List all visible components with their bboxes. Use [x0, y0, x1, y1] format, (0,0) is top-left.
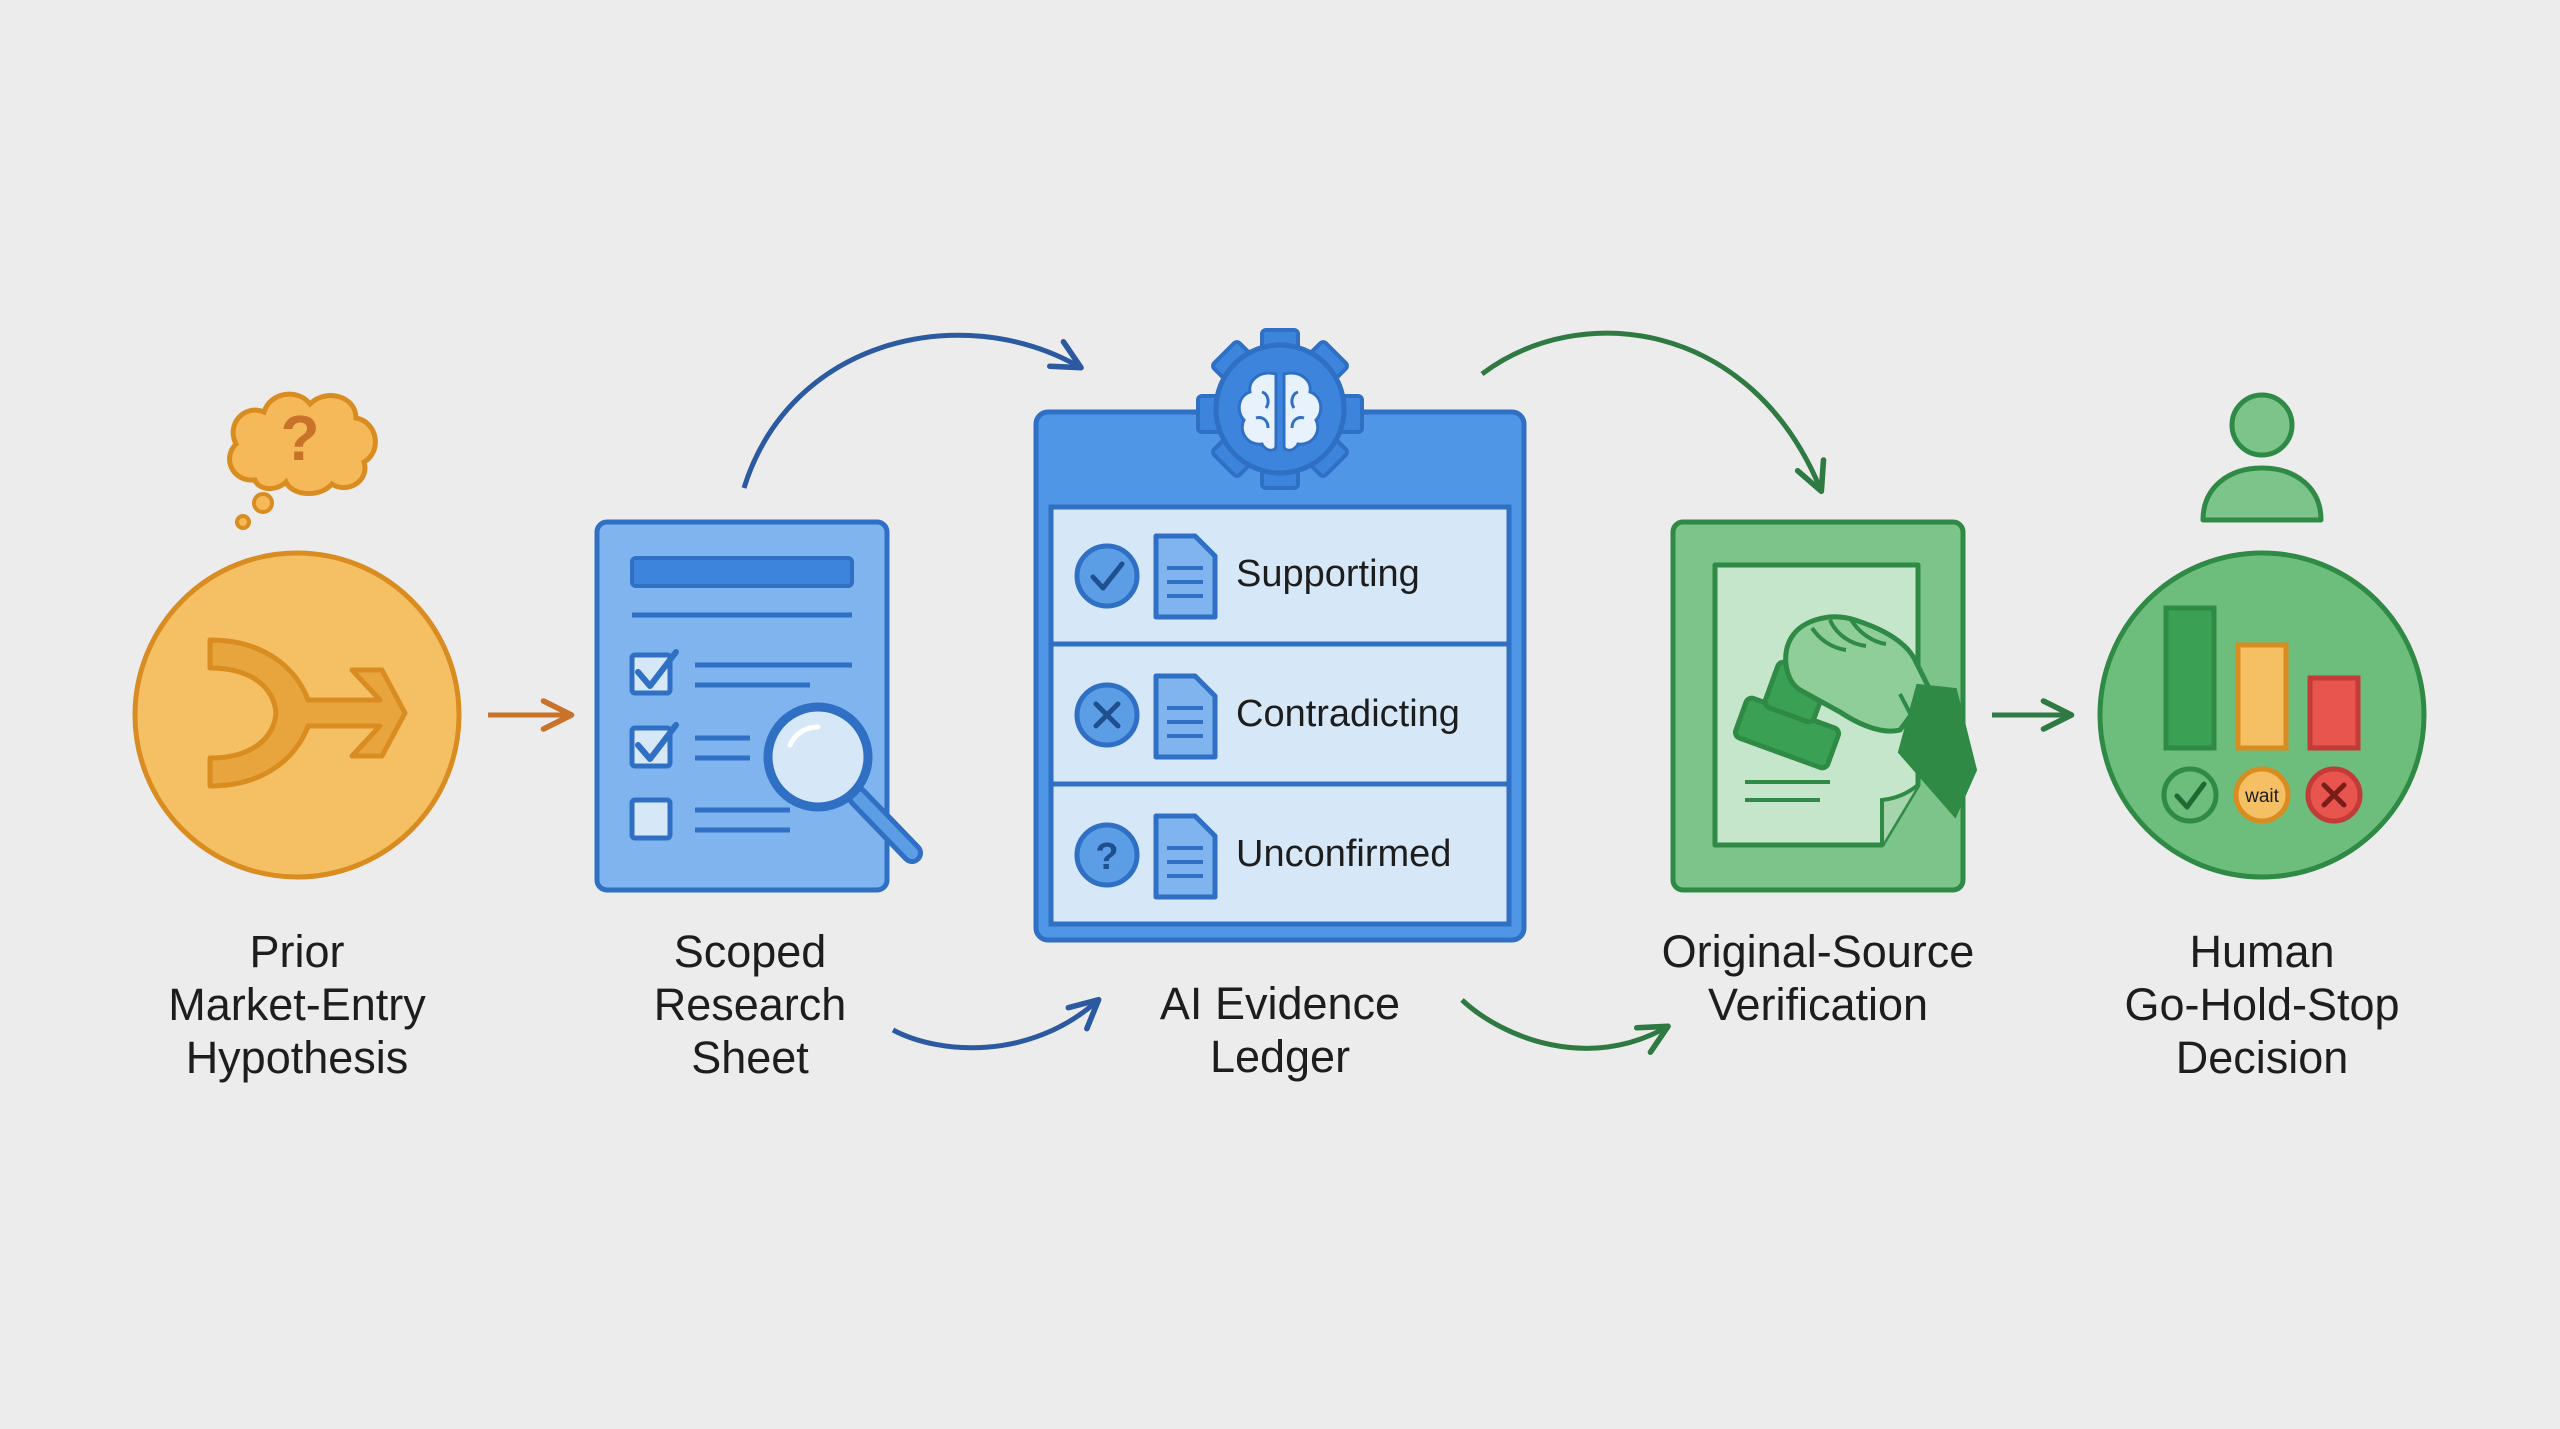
hold-bar	[2235, 642, 2289, 751]
hand-icon	[1783, 614, 1978, 819]
brain-icon	[1237, 371, 1323, 452]
checkbox-checked-icon	[629, 649, 679, 696]
document-icon	[1153, 813, 1218, 900]
person-icon	[2200, 392, 2324, 523]
arrow-research-to-ledger-upper	[741, 332, 1084, 489]
hypothesis-icon	[132, 550, 462, 880]
wait-label: wait	[2244, 786, 2280, 807]
checkbox-checked-icon	[629, 722, 679, 769]
ai-brain-gear-icon	[1196, 328, 1364, 490]
ledger-row-label-supporting: Supporting	[1236, 553, 1420, 595]
merge-arrow-icon	[207, 637, 408, 789]
arrow-ledger-to-verification-upper	[1480, 330, 1827, 495]
magnifier-icon	[763, 702, 923, 864]
thought-bubble-icon: ?	[227, 391, 378, 530]
arrow-research-to-ledger-lower	[891, 996, 1102, 1051]
stage-label-decision: Human Go-Hold-Stop Decision	[2124, 926, 2400, 1083]
arrow-ledger-to-verification-lower	[1460, 998, 1671, 1055]
stop-bar	[2307, 675, 2361, 751]
research-sheet-icon	[594, 519, 923, 893]
checkbox-empty-icon	[629, 797, 673, 841]
x-circle-icon	[1074, 682, 1140, 748]
stage-label-hypothesis: Prior Market-Entry Hypothesis	[168, 926, 426, 1083]
document-icon	[1153, 673, 1218, 760]
go-check-icon	[2161, 766, 2219, 824]
decision-icon: wait	[2097, 550, 2427, 880]
document-icon	[1153, 533, 1218, 620]
stop-x-icon	[2305, 766, 2363, 824]
stage-label-research: Scoped Research Sheet	[653, 926, 847, 1083]
stage-label-ledger: AI Evidence Ledger	[1159, 978, 1401, 1082]
check-circle-icon	[1074, 543, 1140, 609]
question-circle-icon: ?	[1074, 822, 1140, 888]
go-bar	[2163, 605, 2217, 751]
ledger-row-label-contradicting: Contradicting	[1236, 693, 1460, 735]
hold-wait-badge: wait	[2233, 766, 2291, 824]
ledger-row-label-unconfirmed: Unconfirmed	[1236, 833, 1452, 875]
verification-document-icon	[1670, 519, 1978, 893]
svg-text:?: ?	[1095, 836, 1118, 878]
evidence-ledger-panel: ?	[1033, 409, 1527, 943]
question-mark-glyph: ?	[280, 402, 319, 474]
stage-label-verification: Original-Source Verification	[1661, 926, 1975, 1030]
